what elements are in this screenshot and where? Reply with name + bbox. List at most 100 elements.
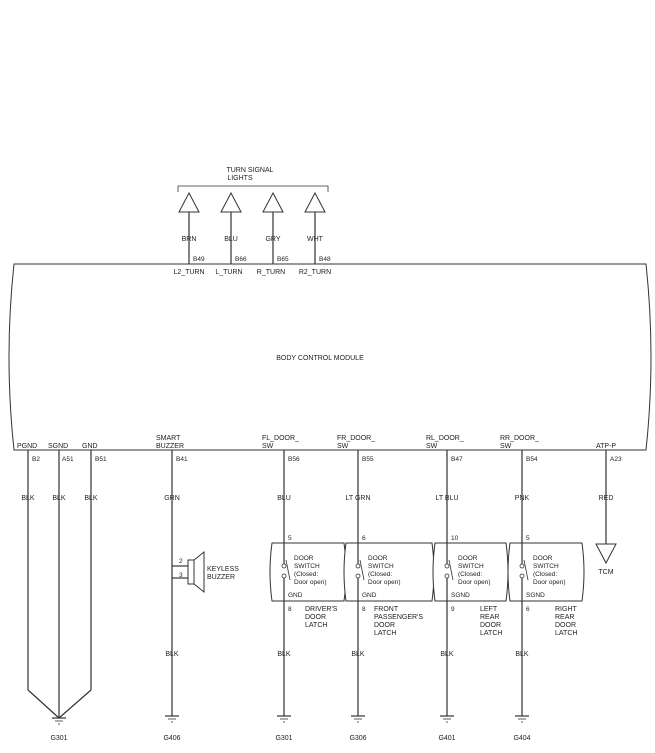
fr-lower-wire-color: BLK xyxy=(351,651,365,658)
fl-bottom-pin: 8 xyxy=(288,606,292,613)
signal-sgnd: SGND xyxy=(48,443,68,450)
wire-color-brn: BRN xyxy=(182,236,197,243)
wire-color-sgnd: BLK xyxy=(52,495,66,502)
fr-sw-4: Door open) xyxy=(368,579,401,586)
wire-color-fr: LT GRN xyxy=(345,495,370,502)
turn-signal-wires xyxy=(188,212,316,264)
fl-sw-1: DOOR xyxy=(294,555,314,562)
signal-rl-sw: SW xyxy=(426,443,438,450)
ground-symbols xyxy=(52,715,529,725)
buzzer-wires xyxy=(171,450,188,716)
fr-bottom-pin: 8 xyxy=(362,606,366,613)
arrow-r2-turn xyxy=(304,191,326,213)
signal-fr-sw: SW xyxy=(337,443,349,450)
turn-signal-label-1: TURN SIGNAL xyxy=(226,167,273,174)
fr-latch-4: LATCH xyxy=(374,630,396,637)
arrow-l2-turn xyxy=(178,191,200,213)
pin-b66: B66 xyxy=(235,256,247,263)
rr-sw-4: Door open) xyxy=(533,579,566,586)
ground-icon xyxy=(440,715,454,723)
turn-signal-bracket xyxy=(177,185,329,192)
ground-wires xyxy=(27,450,92,719)
wire-color-gry: GRY xyxy=(265,236,280,243)
wire-color-wht: WHT xyxy=(307,236,324,243)
rr-sw-2: SWITCH xyxy=(533,563,559,570)
signal-pgnd: PGND xyxy=(17,443,37,450)
signal-rl-door: RL_DOOR_ xyxy=(426,435,464,442)
door-latch-boxes xyxy=(269,542,585,602)
ground-icon xyxy=(165,715,179,723)
rr-latch-4: LATCH xyxy=(555,630,577,637)
fl-latch-3: LATCH xyxy=(305,622,327,629)
fr-latch-3: DOOR xyxy=(374,622,395,629)
rr-sw-1: DOOR xyxy=(533,555,553,562)
fr-gnd: GND xyxy=(362,592,377,599)
signal-r2-turn: R2_TURN xyxy=(299,269,331,276)
ground-label-g306: G306 xyxy=(349,735,366,742)
buzzer-label-2: BUZZER xyxy=(207,574,235,581)
signal-fl-door: FL_DOOR_ xyxy=(262,435,299,442)
turn-signal-arrows xyxy=(178,191,326,213)
signal-fr-door: FR_DOOR_ xyxy=(337,435,375,442)
fl-latch-1: DRIVER'S xyxy=(305,606,338,613)
switch-symbols xyxy=(281,543,529,601)
pin-b49: B49 xyxy=(193,256,205,263)
pin-b65: B65 xyxy=(277,256,289,263)
wire-color-grn: GRN xyxy=(164,495,180,502)
wire-color-fl: BLU xyxy=(277,495,291,502)
pin-b51: B51 xyxy=(95,456,107,463)
wire-color-red: RED xyxy=(599,495,614,502)
fl-top-pin: 5 xyxy=(288,535,292,542)
signal-buzzer: BUZZER xyxy=(156,443,184,450)
pin-b54: B54 xyxy=(526,456,538,463)
ground-label-g301-b: G301 xyxy=(275,735,292,742)
tcm-label: TCM xyxy=(598,569,613,576)
buzzer-lower-wire-color: BLK xyxy=(165,651,179,658)
pin-b2: B2 xyxy=(32,456,40,463)
buzzer-icon xyxy=(187,550,205,594)
turn-signal-label-2: LIGHTS xyxy=(227,175,253,182)
signal-l-turn: L_TURN xyxy=(215,269,242,276)
rr-latch-2: REAR xyxy=(555,614,574,621)
tcm-arrow-icon xyxy=(595,543,617,565)
rl-latch-3: DOOR xyxy=(480,622,501,629)
arrow-r-turn xyxy=(262,191,284,213)
rl-sw-2: SWITCH xyxy=(458,563,484,570)
rl-bottom-pin: 9 xyxy=(451,606,455,613)
fl-gnd: GND xyxy=(288,592,303,599)
ground-label-g301-a: G301 xyxy=(50,735,67,742)
ground-label-g401: G401 xyxy=(438,735,455,742)
wire-color-rl: LT BLU xyxy=(435,495,458,502)
rr-latch-3: DOOR xyxy=(555,622,576,629)
fl-sw-2: SWITCH xyxy=(294,563,320,570)
pin-b55: B55 xyxy=(362,456,374,463)
rl-gnd: SGND xyxy=(451,592,470,599)
fl-sw-3: (Closed: xyxy=(294,571,318,578)
fl-sw-4: Door open) xyxy=(294,579,327,586)
fr-sw-3: (Closed: xyxy=(368,571,392,578)
wire-color-gnd: BLK xyxy=(84,495,98,502)
wire-color-blu: BLU xyxy=(224,236,238,243)
ground-icon xyxy=(277,715,291,723)
ground-label-g406: G406 xyxy=(163,735,180,742)
pin-b56: B56 xyxy=(288,456,300,463)
signal-gnd: GND xyxy=(82,443,98,450)
signal-atp-p: ATP-P xyxy=(596,443,616,450)
fl-latch-2: DOOR xyxy=(305,614,326,621)
rl-sw-1: DOOR xyxy=(458,555,478,562)
fr-sw-2: SWITCH xyxy=(368,563,394,570)
module-name: BODY CONTROL MODULE xyxy=(276,355,364,362)
ground-icon xyxy=(515,715,529,723)
pin-b48: B48 xyxy=(319,256,331,263)
buzzer-label-1: KEYLESS xyxy=(207,566,239,573)
signal-rr-door: RR_DOOR_ xyxy=(500,435,539,442)
signal-rr-sw: SW xyxy=(500,443,512,450)
fr-latch-2: PASSENGER'S xyxy=(374,614,423,621)
rl-lower-wire-color: BLK xyxy=(440,651,454,658)
rr-latch-1: RIGHT xyxy=(555,606,578,613)
ground-label-g404: G404 xyxy=(513,735,530,742)
rr-bottom-pin: 6 xyxy=(526,606,530,613)
wire-color-pgnd: BLK xyxy=(21,495,35,502)
rr-top-pin: 5 xyxy=(526,535,530,542)
